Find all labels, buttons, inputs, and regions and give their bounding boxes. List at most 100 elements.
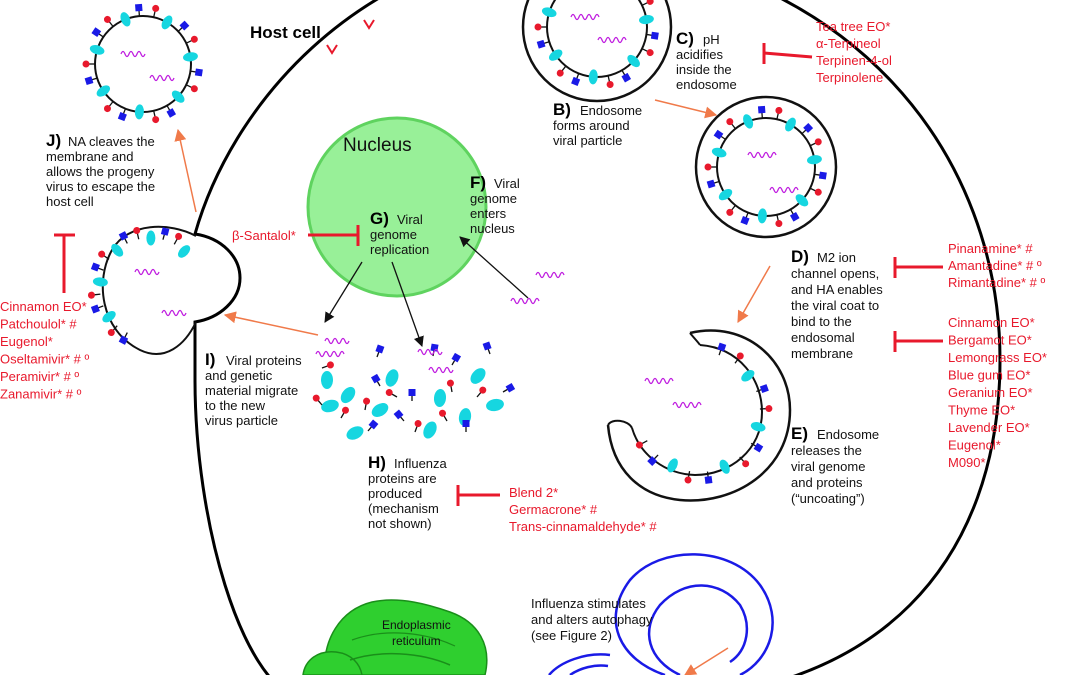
m2-protein xyxy=(548,49,563,61)
nucleus xyxy=(306,116,488,298)
ha-protein xyxy=(367,419,379,432)
inhibitor-j-item: Cinnamon EO* xyxy=(0,299,87,314)
host-cell-membrane xyxy=(193,0,1002,675)
ha-protein xyxy=(571,73,581,86)
autophagy-label-line3: (see Figure 2) xyxy=(531,628,612,643)
na-protein xyxy=(641,48,654,57)
step-d-text: endosomal xyxy=(791,330,855,345)
m2-protein xyxy=(719,459,730,474)
step-j-letter: J) xyxy=(46,131,61,150)
na-protein xyxy=(312,394,323,406)
na-protein xyxy=(726,118,736,130)
ha-protein xyxy=(451,352,462,366)
step-c-letter: C) xyxy=(676,29,694,48)
viral-rna xyxy=(535,271,565,279)
step-i-text: virus particle xyxy=(205,413,278,428)
na-protein xyxy=(185,35,198,44)
na-protein xyxy=(363,397,371,411)
step-g-text: Viral xyxy=(397,212,423,227)
na-protein xyxy=(173,232,183,245)
arrow-d-to-e xyxy=(737,265,771,324)
ha-protein xyxy=(190,68,203,77)
inhibitor-bars xyxy=(54,43,943,506)
m2-protein xyxy=(423,421,437,439)
m2-protein xyxy=(541,7,557,18)
m2-protein xyxy=(757,208,767,224)
arrow-g-to-h xyxy=(391,261,424,347)
budding-virion xyxy=(87,225,197,355)
na-protein xyxy=(775,214,783,228)
na-protein xyxy=(385,389,398,398)
inhibitor-h-item: Blend 2* xyxy=(509,485,558,500)
ha-protein xyxy=(502,382,516,393)
inhibitor-j-item: Patchoulol* # xyxy=(0,317,77,332)
inhibitor-h-item: Trans-cinnamaldehyde* # xyxy=(509,519,657,534)
m2-protein xyxy=(795,194,809,207)
na-protein xyxy=(739,456,750,468)
step-i-text: to the new xyxy=(205,398,266,413)
ha-protein xyxy=(706,179,720,189)
m2-protein xyxy=(96,85,111,97)
step-e-text: Endosome xyxy=(817,427,879,442)
m2-protein xyxy=(743,114,754,129)
na-protein xyxy=(684,470,692,484)
autophagy-label-line1: Influenza stimulates xyxy=(531,596,646,611)
step-j-text: NA cleaves the xyxy=(68,134,155,149)
inhibitor-d-ha-item: Geranium EO* xyxy=(948,385,1033,400)
ha-protein xyxy=(370,373,381,387)
inhibitor-bar-d-ha xyxy=(893,331,943,352)
viral-rna xyxy=(428,366,454,374)
na-protein xyxy=(726,204,736,216)
step-h-text: (mechanism xyxy=(368,501,439,516)
viral-rna xyxy=(324,337,350,345)
endosome-c xyxy=(694,95,838,239)
m2-protein xyxy=(92,277,108,287)
er-label-line1: Endoplasmic xyxy=(382,618,451,632)
ha-protein xyxy=(621,69,632,83)
virion-group xyxy=(82,0,838,502)
inhibitor-labels: Tea tree EO*α-TerpineolTerpinen-4-olTerp… xyxy=(0,19,1047,534)
inhibitor-d-ha-item: Cinnamon EO* xyxy=(948,315,1035,330)
m2-protein xyxy=(470,368,486,384)
ha-protein xyxy=(646,31,659,40)
na-protein xyxy=(759,405,773,413)
na-protein xyxy=(414,420,422,433)
autophagosome xyxy=(548,553,774,675)
inhibitor-g-item: β-Santalol* xyxy=(232,228,296,243)
ha-protein xyxy=(462,420,470,432)
ha-protein xyxy=(160,227,170,240)
ha-protein xyxy=(166,105,177,118)
inhibitor-d-m2-item: Pinanamine* # xyxy=(948,241,1033,256)
step-b-letter: B) xyxy=(553,100,571,119)
na-protein xyxy=(185,84,198,93)
inhibitor-d-m2-item: Rimantadine* # º xyxy=(948,275,1045,290)
inhibitor-c-item: Terpinolene xyxy=(816,70,883,85)
m2-protein xyxy=(340,386,356,404)
step-h-text: proteins are xyxy=(368,471,437,486)
step-d-text: membrane xyxy=(791,346,853,361)
inhibitor-d-ha-item: Lavender EO* xyxy=(948,420,1030,435)
ha-protein xyxy=(647,454,659,466)
inhibitor-d-ha-item: Eugenol* xyxy=(948,438,1001,453)
ha-protein xyxy=(177,20,190,32)
step-e-text: (“uncoating”) xyxy=(791,491,865,506)
m2-protein xyxy=(638,14,654,25)
ha-protein xyxy=(375,344,385,358)
step-e-letter: E) xyxy=(791,424,808,443)
inhibitor-d-ha-item: Bergamot EO* xyxy=(948,333,1032,348)
na-protein xyxy=(98,250,110,260)
viral-rna xyxy=(644,377,674,385)
inhibitor-d-ha-item: Lemongrass EO* xyxy=(948,350,1047,365)
m2-protein xyxy=(371,403,389,417)
na-protein xyxy=(439,409,448,422)
step-j-text: virus to escape the xyxy=(46,179,155,194)
ha-protein xyxy=(90,304,104,314)
ha-protein xyxy=(90,262,104,272)
viral-rna xyxy=(769,186,799,194)
na-protein xyxy=(321,361,334,369)
endosome-b xyxy=(521,0,673,103)
na-protein xyxy=(775,106,783,120)
step-d-text: and HA enables xyxy=(791,282,883,297)
viral-rna xyxy=(597,36,627,44)
